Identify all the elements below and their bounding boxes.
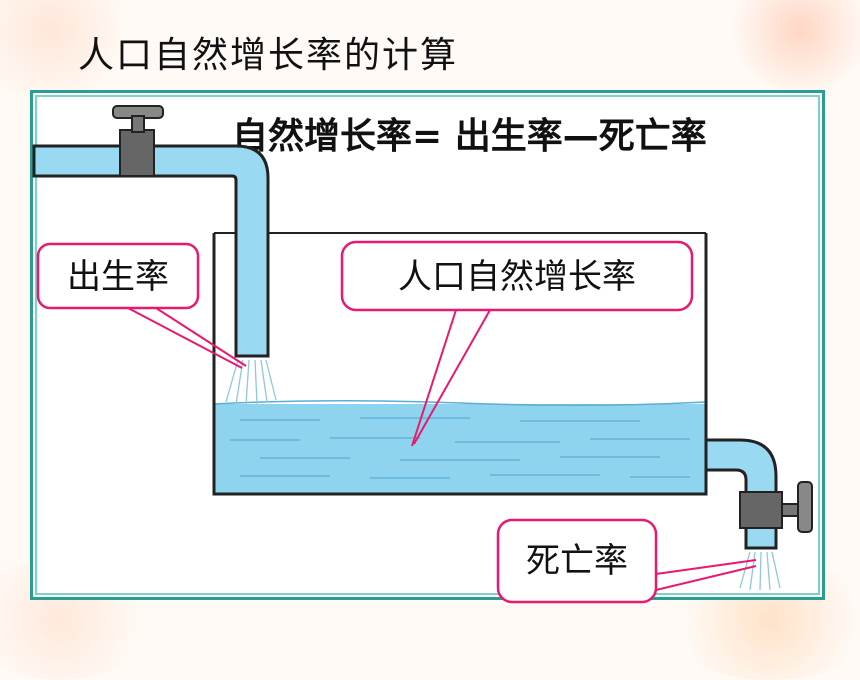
- water-ripples: [230, 417, 690, 479]
- birth-rate-label: 出生率: [67, 257, 169, 297]
- water-tank-icon: [212, 232, 708, 496]
- water-tap-icon: [32, 105, 277, 405]
- formula-text: 自然增长率= 出生率—死亡率: [232, 115, 707, 157]
- tank-water: [214, 404, 706, 494]
- callout-birth-rate: 出生率: [36, 242, 247, 369]
- callout-natural-growth: 人口自然增长率: [340, 240, 694, 447]
- tank-outline: [212, 233, 708, 496]
- water-tank-diagram: 自然增长率= 出生率—死亡率: [32, 105, 813, 604]
- death-rate-label: 死亡率: [526, 541, 628, 581]
- natural-growth-label: 人口自然增长率: [398, 257, 636, 297]
- page-title: 人口自然增长率的计算: [78, 35, 459, 76]
- water-drain-tap-icon: [704, 438, 813, 591]
- water-stream-inlet: [225, 359, 277, 405]
- callout-death-rate: 死亡率: [496, 518, 757, 604]
- water-stream-outlet: [739, 551, 781, 591]
